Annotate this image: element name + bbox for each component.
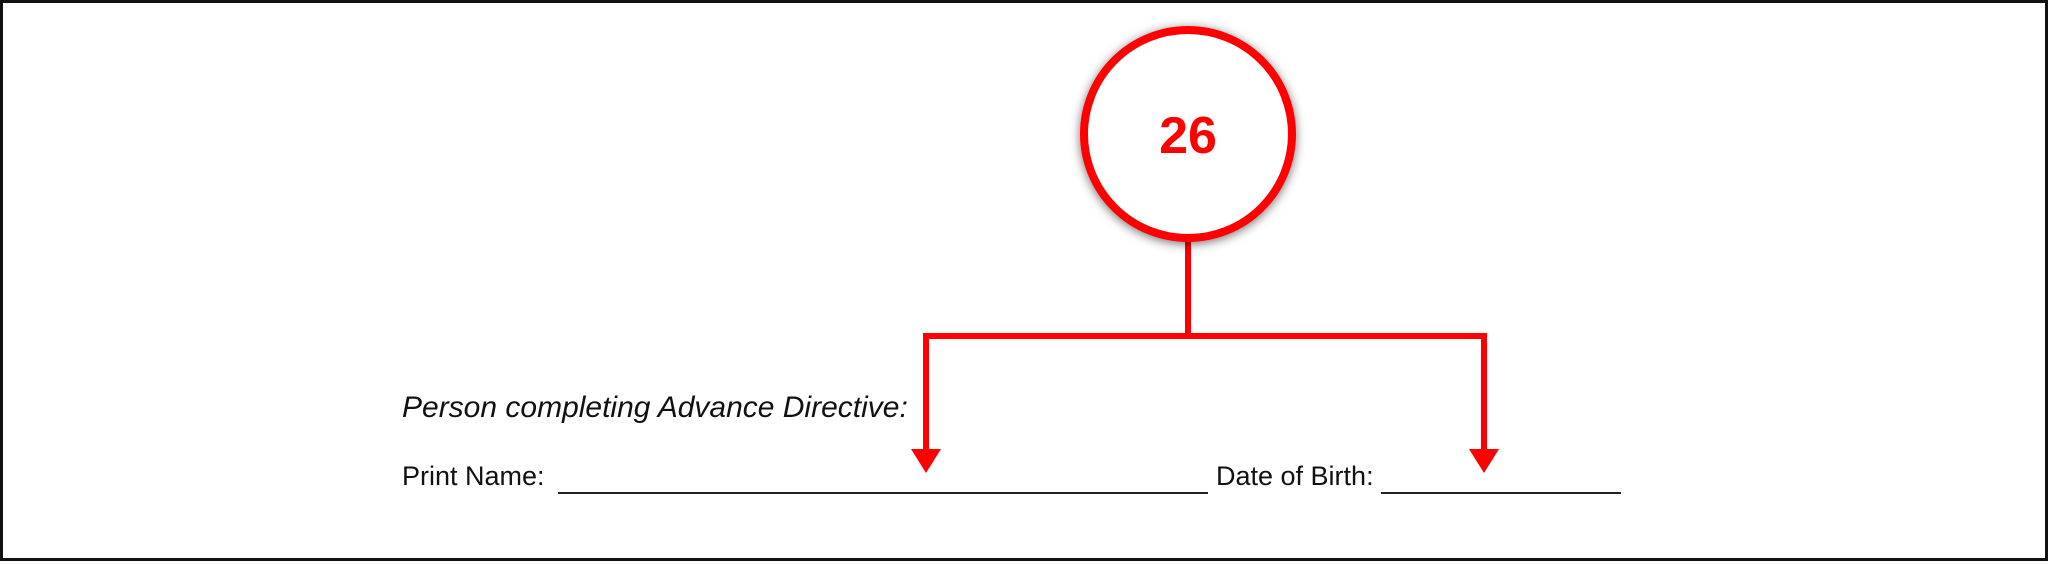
print-name-field[interactable] bbox=[558, 492, 1208, 494]
arrow-down-right-icon bbox=[1469, 449, 1499, 473]
callout-number: 26 bbox=[1159, 107, 1217, 165]
print-name-label: Print Name: bbox=[402, 461, 545, 491]
date-of-birth-field[interactable] bbox=[1381, 492, 1621, 494]
section-label: Person completing Advance Directive: bbox=[402, 391, 908, 424]
callout-graphic bbox=[911, 26, 1499, 473]
callout-circle bbox=[1080, 26, 1296, 242]
arrow-down-left-icon bbox=[911, 449, 941, 473]
date-of-birth-label: Date of Birth: bbox=[1216, 461, 1374, 491]
